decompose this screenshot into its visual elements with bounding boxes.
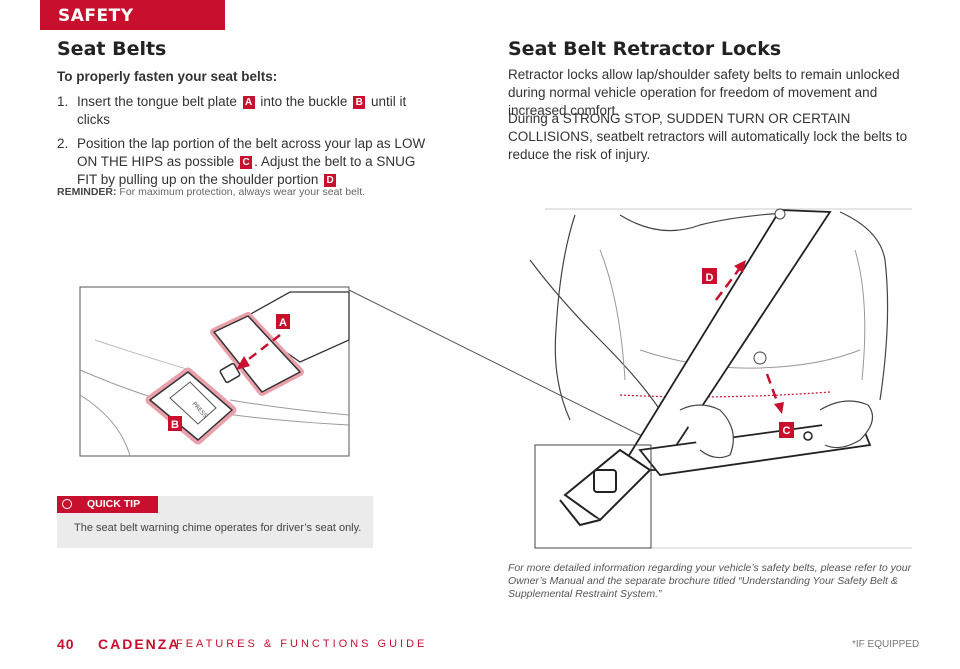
step-text: Insert the tongue belt plate [77,94,241,109]
quick-tip-badge: QUICK TIP [57,496,158,513]
step-2: 2. Position the lap portion of the belt a… [57,135,427,189]
if-equipped-note: *IF EQUIPPED [852,639,920,650]
footer-guide-title: FEATURES & FUNCTIONS GUIDE [176,638,428,650]
step-text: until it clicks [77,94,407,127]
retractor-para-1: Retractor locks allow lap/shoulder safet… [508,67,900,118]
quick-tip-label: QUICK TIP [87,498,141,510]
step-number: 1. [57,94,69,109]
quick-tip-icon [62,499,72,509]
figure-caption: For more detailed information regarding … [508,562,912,600]
step-1: 1. Insert the tongue belt plate A into th… [57,93,427,129]
label-c-box [779,422,794,438]
retractor-para-2: During a STRONG STOP, SUDDEN TURN OR CER… [508,111,908,162]
label-b: B [171,419,179,431]
section-tab: SAFETY FEATURES [40,0,225,59]
seat-belts-subtitle: To properly fasten your seat belts: [57,69,278,84]
step-text: into the buckle [256,94,352,109]
label-a-box [276,314,290,329]
arrow-head-a [236,356,250,370]
callout-badge-c: C [240,156,253,169]
step-text: Position the lap portion of the belt acr… [77,136,426,169]
reminder: REMINDER: For maximum protection, always… [57,186,365,198]
label-a: A [279,317,287,329]
reminder-label: REMINDER: [57,186,117,198]
inset-connector-line [348,289,651,441]
buckle-inset-illustration: PRESS A B [79,286,350,457]
label-c: C [783,425,791,437]
step-number: 2. [57,136,69,151]
callout-badge-a: A [242,96,255,109]
label-d: D [706,272,714,284]
label-d-box [702,268,717,284]
seat-belts-title: Seat Belts [57,38,167,60]
label-b-box [168,416,182,431]
reminder-text: For maximum protection, always wear your… [119,186,366,198]
page-number: 40 [57,636,75,652]
retractor-locks-title: Seat Belt Retractor Locks [508,38,782,60]
step-text: . Adjust the belt to a SNUG FIT by pulli… [77,154,416,187]
arrow-head-c [774,402,784,414]
seat-belt-steps: 1. Insert the tongue belt plate A into th… [57,93,427,195]
callout-badge-d: D [324,174,337,187]
quick-tip-text: The seat belt warning chime operates for… [74,522,362,534]
body-seatbelt-illustration: D C [529,208,912,549]
footer-model: CADENZA [98,636,181,652]
arrow-head-d [734,260,746,273]
callout-badge-b: B [353,96,366,109]
